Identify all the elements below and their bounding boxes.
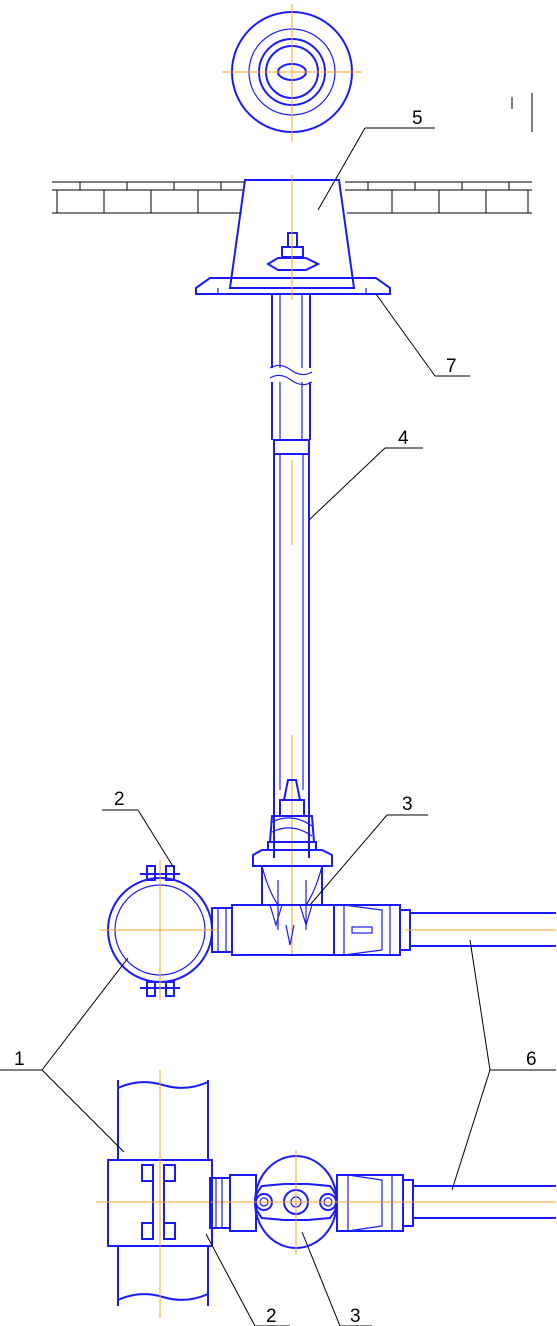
callout-2-plan: 2 xyxy=(266,1306,277,1326)
main-pipe-section xyxy=(100,860,218,1000)
view-marks xyxy=(511,93,533,132)
callout-labels: 5 7 4 2 3 1 6 2 3 xyxy=(14,108,537,1326)
spindle-cap xyxy=(266,232,321,271)
valve-body-side xyxy=(211,849,411,956)
main-pipe-plan xyxy=(96,1070,226,1318)
callout-2-side: 2 xyxy=(114,789,125,810)
callout-1: 1 xyxy=(14,1049,25,1070)
pavement-layer xyxy=(52,181,532,214)
callout-6: 6 xyxy=(526,1049,537,1070)
callout-4: 4 xyxy=(398,428,409,449)
service-pipe-side xyxy=(405,912,556,947)
callout-3-side: 3 xyxy=(402,794,413,815)
service-pipe-plan xyxy=(226,1185,556,1219)
callout-7: 7 xyxy=(446,356,457,377)
surface-box-plan-view xyxy=(222,4,362,142)
valve-plan xyxy=(209,1150,414,1254)
callout-5: 5 xyxy=(412,108,423,129)
surface-box xyxy=(195,179,391,295)
callout-3-plan: 3 xyxy=(350,1306,361,1326)
protective-pipe xyxy=(273,439,310,858)
leader-lines xyxy=(0,127,556,1326)
rod-upper xyxy=(269,294,313,440)
